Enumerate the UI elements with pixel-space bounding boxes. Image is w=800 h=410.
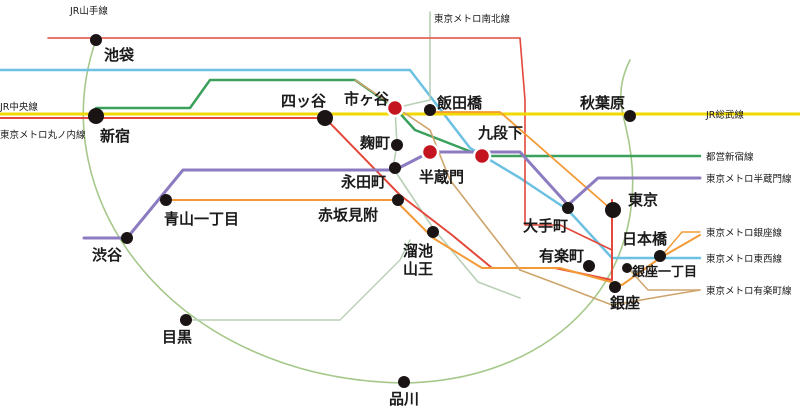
label-shinjuku: 新宿	[100, 127, 130, 145]
station-ikebukuro[interactable]	[90, 34, 102, 46]
station-shinjuku[interactable]	[88, 108, 104, 124]
label-meguro: 目黒	[162, 328, 192, 346]
station-tokyo[interactable]	[605, 202, 621, 218]
station-tameike-sanno[interactable]	[427, 226, 439, 238]
label-aoyama-itchome: 青山一丁目	[164, 210, 239, 228]
line-label-marunouchi: 東京メトロ丸ノ内線	[0, 129, 86, 141]
line-label-yurakucho: 東京メトロ有楽町線	[706, 285, 792, 297]
station-akasakamitsuke[interactable]	[392, 194, 404, 206]
label-ikebukuro: 池袋	[104, 46, 135, 64]
label-hanzomon: 半蔵門	[419, 168, 464, 186]
namboku-meguro	[185, 239, 411, 321]
line-label-chuo: JR中央線	[0, 101, 38, 113]
label-kojimachi: 麹町	[359, 134, 390, 152]
label-shibuya: 渋谷	[92, 246, 123, 264]
station-nihonbashi[interactable]	[654, 250, 666, 262]
label-tameike: 溜池	[403, 242, 433, 260]
station-akihabara[interactable]	[624, 110, 636, 122]
yurakucho-line	[354, 79, 701, 306]
station-ichigaya[interactable]	[385, 98, 405, 118]
label-kudanshita: 九段下	[477, 124, 523, 142]
yurakucho-connector	[627, 267, 701, 291]
station-ginza[interactable]	[609, 281, 621, 293]
label-iidabashi: 飯田橋	[436, 94, 483, 112]
line-label-shinjuku: 都営新宿線	[706, 151, 754, 163]
station-hanzomon[interactable]	[420, 142, 440, 162]
ginza-connector	[659, 231, 701, 259]
station-aoyama-itchome[interactable]	[160, 194, 172, 206]
station-shibuya[interactable]	[121, 232, 133, 244]
label-yurakucho: 有楽町	[539, 247, 584, 265]
station-kudanshita[interactable]	[472, 146, 492, 166]
line-label-yamanote: JR山手線	[69, 5, 108, 17]
ginza-line	[159, 199, 701, 286]
station-kojimachi[interactable]	[391, 139, 403, 151]
station-shinagawa[interactable]	[398, 376, 410, 388]
yamanote-line	[82, 39, 634, 384]
label-sanno: 山王	[403, 260, 433, 278]
label-ginza-itchome: 銀座一丁目	[632, 264, 697, 280]
label-ginza: 銀座	[610, 294, 640, 312]
label-shinagawa: 品川	[389, 390, 419, 408]
line-label-hanzomon: 東京メトロ半蔵門線	[706, 173, 792, 185]
line-label-namboku: 東京メトロ南北線	[434, 13, 511, 25]
tozai-line	[0, 68, 702, 260]
station-meguro[interactable]	[180, 314, 192, 326]
chuo-line-thin	[47, 37, 613, 251]
namboku-line	[392, 11, 521, 299]
station-ginza-itchome[interactable]	[622, 263, 632, 273]
label-akasakamitsuke: 赤坂見附	[318, 206, 378, 224]
label-tokyo: 東京	[628, 191, 658, 209]
station-otemachi[interactable]	[562, 202, 574, 214]
label-nihonbashi: 日本橋	[622, 230, 668, 248]
yurakucho-link	[429, 111, 613, 211]
station-iidabashi[interactable]	[424, 104, 436, 116]
label-nagatacho: 永田町	[340, 173, 386, 191]
station-nagatacho[interactable]	[389, 162, 401, 174]
station-yotsuya[interactable]	[317, 110, 333, 126]
label-otemachi: 大手町	[523, 217, 568, 235]
line-label-ginza: 東京メトロ銀座線	[706, 227, 783, 239]
station-yurakucho[interactable]	[583, 260, 595, 272]
label-akihabara: 秋葉原	[580, 94, 625, 112]
label-ichigaya: 市ヶ谷	[344, 90, 390, 108]
label-yotsuya: 四ッ谷	[281, 92, 327, 110]
line-label-tozai: 東京メトロ東西線	[706, 253, 783, 265]
line-label-sobu: JR総武線	[705, 109, 744, 121]
